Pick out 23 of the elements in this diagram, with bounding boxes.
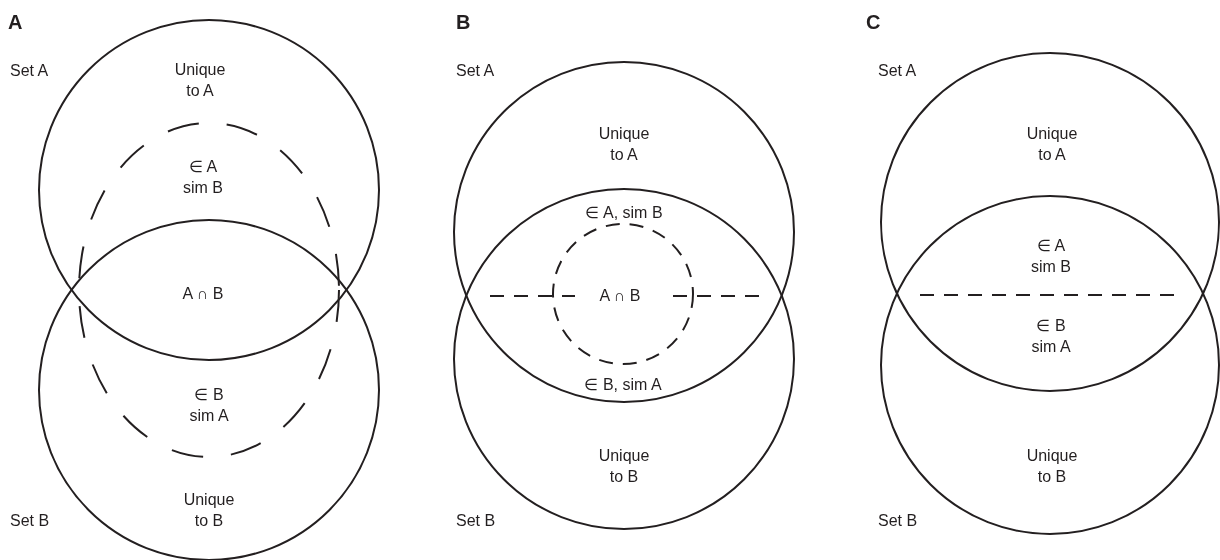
set-label: Set A [10,60,49,81]
panel-letter: C [866,11,881,33]
region-label: Unique to A [1025,124,1079,165]
region-label: ∈ A sim B [182,157,224,198]
region-label: Unique to A [597,124,651,165]
set-label: Set A [878,60,917,81]
set-label: Set B [878,510,918,531]
region-label: ∈ B sim A [1030,316,1072,357]
region-label: Unique to B [1025,446,1079,487]
region-label: Unique to B [597,446,651,487]
region-label: ∈ B sim A [188,385,230,426]
region-label: Unique to A [173,60,227,101]
region-label: ∈ B, sim A [584,374,662,395]
region-label: A ∩ B [182,283,224,304]
region-label: Unique to B [182,490,236,531]
region-label: A ∩ B [599,285,641,306]
set-label: Set B [10,510,50,531]
region-label: ∈ A, sim B [585,202,663,223]
set-label: Set B [456,510,496,531]
panel-letter: B [456,11,471,33]
set-label: Set A [456,60,495,81]
panel-letter: A [8,11,23,33]
region-label: ∈ A sim B [1030,236,1072,277]
